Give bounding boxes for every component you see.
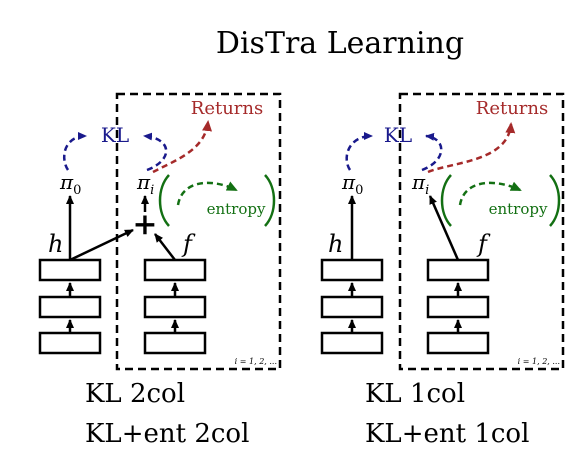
entropy-right-paren bbox=[264, 174, 276, 227]
page-title: DisTra Learning bbox=[216, 26, 464, 61]
returns-label: Returns bbox=[191, 98, 263, 119]
f-to-plus-arrow bbox=[154, 233, 176, 261]
returns-arrow bbox=[427, 122, 516, 174]
pii-subscript: i bbox=[425, 183, 429, 198]
caption-line-1: KL 2col bbox=[85, 379, 185, 409]
caption-line-2: KL+ent 2col bbox=[85, 419, 249, 449]
svg-text:π0: π0 bbox=[341, 170, 363, 198]
svg-text:πi: πi bbox=[411, 170, 429, 198]
task-column-box bbox=[115, 92, 282, 371]
h-label: h bbox=[48, 230, 63, 258]
entropy-arrow bbox=[176, 181, 238, 206]
kl-arrow-to-pii bbox=[143, 132, 168, 172]
returns-arrow bbox=[152, 120, 213, 174]
kl-label: KL bbox=[384, 123, 412, 147]
pi0-subscript: 0 bbox=[355, 183, 363, 198]
f-to-pi-arrow bbox=[428, 195, 460, 261]
pii-subscript: i bbox=[150, 183, 154, 198]
pi0-subscript: 0 bbox=[73, 183, 81, 198]
index-label: i = 1, 2, ... bbox=[518, 357, 560, 366]
pii-label: π bbox=[411, 170, 426, 194]
panel-2col: + h f π0 πi KL Returns entropy i = 1, 2,… bbox=[38, 92, 282, 449]
caption-line-2: KL+ent 1col bbox=[365, 419, 529, 449]
task-column-box bbox=[398, 92, 565, 371]
entropy-label: entropy bbox=[489, 200, 548, 218]
kl-arrow-to-pii bbox=[421, 132, 443, 172]
svg-text:πi: πi bbox=[136, 170, 154, 198]
pii-label: π bbox=[136, 170, 151, 194]
task-column-stack bbox=[143, 258, 207, 355]
index-label: i = 1, 2, ... bbox=[235, 357, 277, 366]
h-to-plus-arrow bbox=[69, 228, 134, 262]
returns-label: Returns bbox=[476, 98, 548, 119]
pi0-label: π bbox=[59, 170, 74, 194]
entropy-right-paren bbox=[549, 174, 561, 227]
f-label: f bbox=[476, 230, 491, 258]
kl-arrow-to-pi0 bbox=[63, 132, 87, 171]
shared-column-stack bbox=[38, 195, 102, 355]
shared-column-stack bbox=[320, 195, 384, 355]
svg-text:π0: π0 bbox=[59, 170, 81, 198]
entropy-label: entropy bbox=[207, 200, 266, 218]
task-column-stack bbox=[426, 258, 490, 355]
entropy-left-paren bbox=[440, 174, 452, 227]
kl-arrow-to-pi0 bbox=[345, 132, 373, 171]
entropy-arrow bbox=[458, 181, 522, 206]
h-label: h bbox=[328, 230, 343, 258]
plus-sign: + bbox=[132, 207, 157, 242]
f-label: f bbox=[181, 230, 196, 258]
caption-line-1: KL 1col bbox=[365, 379, 465, 409]
panel-1col: h f π0 πi KL Returns entropy i = 1, 2, .… bbox=[320, 92, 565, 449]
entropy-left-paren bbox=[158, 174, 170, 227]
pi0-label: π bbox=[341, 170, 356, 194]
kl-label: KL bbox=[101, 123, 129, 147]
